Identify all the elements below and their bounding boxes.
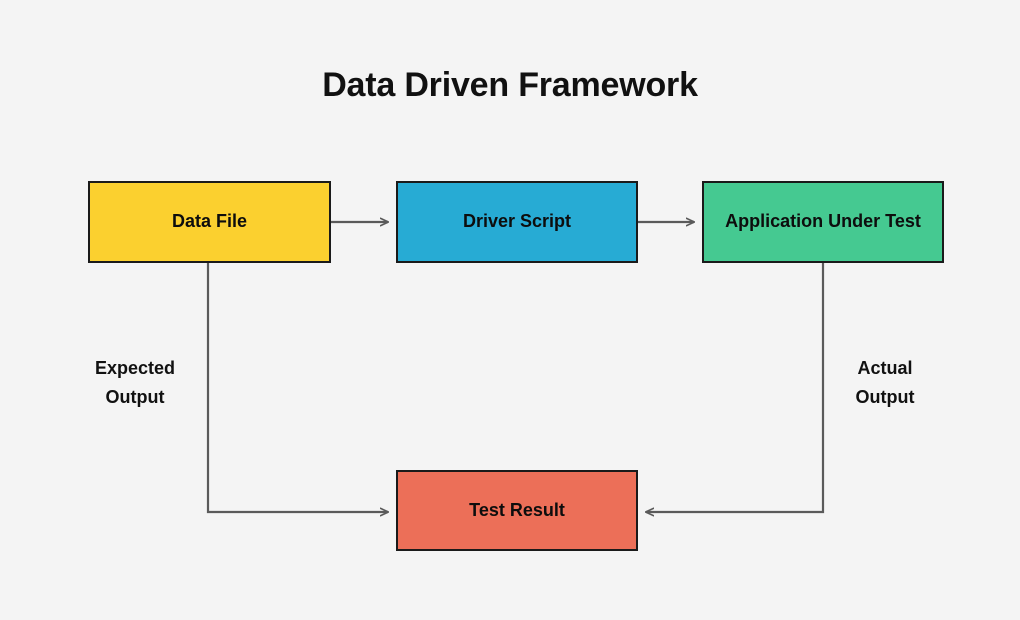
node-driver-script[interactable]: Driver Script bbox=[396, 181, 638, 263]
node-test-result[interactable]: Test Result bbox=[396, 470, 638, 551]
diagram-title: Data Driven Framework bbox=[322, 66, 698, 104]
edge-label-expected-output: Expected Output bbox=[94, 358, 176, 407]
edge-data-file-to-test-result bbox=[206, 263, 388, 512]
edge-application-under-test-to-test-result bbox=[646, 263, 825, 512]
node-data-file[interactable]: Data File bbox=[88, 181, 331, 263]
edge-label-actual-output: Actual Output bbox=[855, 358, 915, 407]
node-application-under-test[interactable]: Application Under Test bbox=[702, 181, 944, 263]
